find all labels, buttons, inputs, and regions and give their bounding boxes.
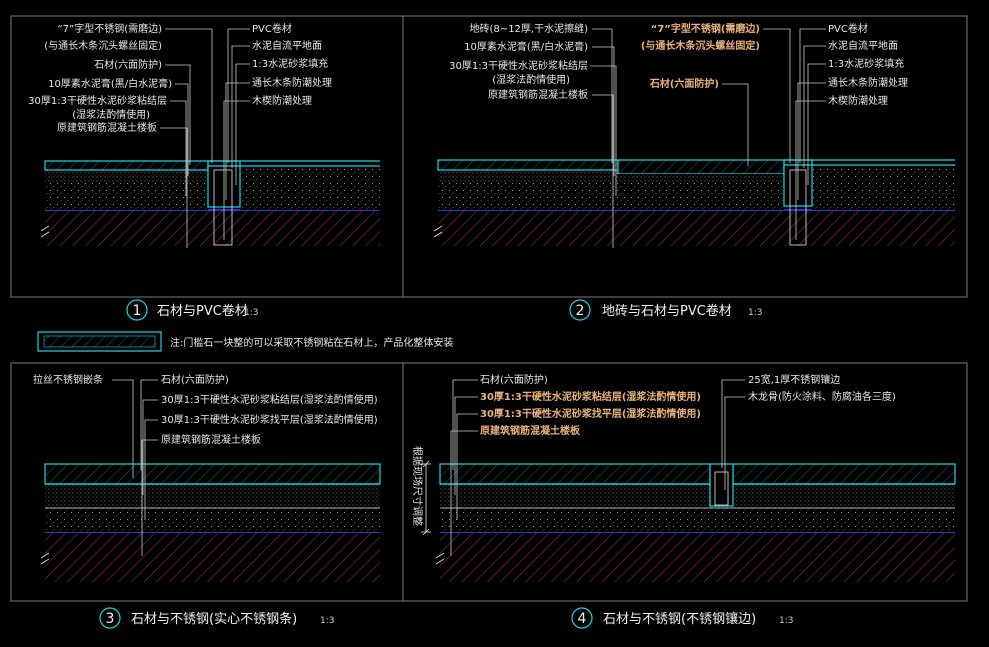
panel-4-leaders: [450, 379, 745, 556]
panel-2-left-labels: 地砖(8~12厚,干水泥擦缝) 10厚素水泥膏(黑/白水泥膏) 30厚1:3干硬…: [449, 22, 588, 101]
panel-3-left-labels: 拉丝不锈钢嵌条: [33, 373, 103, 386]
p2-number: 2: [576, 303, 585, 319]
p4-left-label-2: 30厚1:3干硬性水泥砂浆找平层(湿浆法酌情使用): [480, 407, 701, 420]
panel-2-right-labels: PVC卷材 水泥自流平地面 1:3水泥砂浆填充 通长木条防潮处理 木楔防潮处理: [828, 22, 908, 107]
p2-left-label-1: 10厚素水泥膏(黑/白水泥膏): [464, 40, 588, 53]
panel-4-right-labels: 25宽,1厚不锈钢镶边 木龙骨(防火涂料、防腐油各三度): [748, 373, 896, 403]
panel-1-leaders: [160, 28, 250, 248]
p4-left-label-1: 30厚1:3干硬性水泥砂浆粘结层(湿浆法酌情使用): [480, 390, 701, 403]
panel-4-section: [421, 460, 956, 582]
p3-right-label-1: 30厚1:3干硬性水泥砂浆粘结层(湿浆法酌情使用): [161, 393, 378, 406]
p2-left-label-0: 地砖(8~12厚,干水泥擦缝): [470, 22, 589, 35]
p1-title: 石材与PVC卷材: [157, 303, 248, 319]
p2-left-label-4: 原建筑钢筋混凝土楼板: [488, 88, 588, 101]
p2-middle-label-1: (与通长木条沉头螺丝固定): [641, 39, 760, 52]
p1-left-label-2: 石材(六面防护): [94, 58, 162, 71]
p4-side-label: 根据现场尺寸调整: [411, 446, 424, 526]
p1-right-label-4: 木楔防潮处理: [252, 94, 312, 107]
p1-left-label-3: 10厚素水泥膏(黑/白水泥膏): [48, 77, 172, 90]
p2-left-label-2: 30厚1:3干硬性水泥砂浆粘结层: [449, 59, 588, 72]
panel-3-caption: 3 石材与不锈钢(实心不锈钢条) 1:3: [99, 607, 334, 629]
note-text: 注:门槛石一块整的可以采取不锈钢粘在石材上，产品化整体安装: [170, 336, 453, 349]
p2-right-label-0: PVC卷材: [828, 22, 868, 35]
p3-scale: 1:3: [320, 616, 334, 626]
p2-middle-label-0: “7”字型不锈钢(需磨边): [651, 22, 760, 35]
p1-right-label-3: 通长木条防潮处理: [252, 76, 332, 89]
p4-right-label-0: 25宽,1厚不锈钢镶边: [748, 373, 840, 386]
p2-scale: 1:3: [748, 308, 762, 318]
panel-3: 拉丝不锈钢嵌条 石材(六面防护) 30厚1:3干硬性水泥砂浆粘结层(湿浆法酌情使…: [33, 373, 381, 629]
p1-left-label-0: “7”字型不锈钢(需磨边): [57, 22, 162, 35]
p4-left-label-0: 石材(六面防护): [480, 373, 548, 386]
p1-right-label-0: PVC卷材: [252, 22, 292, 35]
panel-2-middle-labels: “7”字型不锈钢(需磨边) (与通长木条沉头螺丝固定) 石材(六面防护): [641, 22, 760, 90]
p4-left-label-3: 原建筑钢筋混凝土楼板: [480, 424, 581, 437]
p1-left-label-1: (与通长木条沉头螺丝固定): [44, 39, 162, 52]
p1-left-label-5: (湿浆法酌情使用): [72, 108, 150, 121]
p1-right-label-2: 1:3水泥砂浆填充: [252, 57, 328, 70]
p1-left-label-6: 原建筑钢筋混凝土楼板: [57, 121, 157, 134]
panel-2-leaders: [590, 28, 826, 248]
p4-number: 4: [578, 611, 587, 627]
p4-right-label-1: 木龙骨(防火涂料、防腐油各三度): [748, 390, 896, 403]
panel-3-leaders: [112, 379, 158, 556]
panel-2-section: [433, 159, 955, 246]
panel-frames: [10, 15, 968, 602]
p1-right-label-1: 水泥自流平地面: [252, 39, 322, 52]
p3-right-label-2: 30厚1:3干硬性水泥砂浆找平层(湿浆法酌情使用): [161, 413, 378, 426]
p4-title: 石材与不锈钢(不锈钢镶边): [603, 611, 756, 627]
p2-right-label-3: 通长木条防潮处理: [828, 76, 908, 89]
p3-left-label-0: 拉丝不锈钢嵌条: [33, 373, 103, 386]
p2-right-label-1: 水泥自流平地面: [828, 39, 898, 52]
panel-4: 石材(六面防护) 30厚1:3干硬性水泥砂浆粘结层(湿浆法酌情使用) 30厚1:…: [411, 373, 956, 629]
panel-4-left-labels: 石材(六面防护) 30厚1:3干硬性水泥砂浆粘结层(湿浆法酌情使用) 30厚1:…: [480, 373, 701, 437]
p2-middle-label-2: 石材(六面防护): [649, 77, 719, 90]
panel-1: “7”字型不锈钢(需磨边) (与通长木条沉头螺丝固定) 石材(六面防护) 10厚…: [28, 22, 380, 321]
panel-4-caption: 4 石材与不锈钢(不锈钢镶边) 1:3: [571, 607, 793, 629]
note: 注:门槛石一块整的可以采取不锈钢粘在石材上，产品化整体安装: [37, 331, 453, 352]
p3-number: 3: [106, 611, 115, 627]
panel-1-right-labels: PVC卷材 水泥自流平地面 1:3水泥砂浆填充 通长木条防潮处理 木楔防潮处理: [252, 22, 332, 107]
p1-number: 1: [133, 303, 142, 319]
p2-title: 地砖与石材与PVC卷材: [602, 303, 732, 319]
panel-3-right-labels: 石材(六面防护) 30厚1:3干硬性水泥砂浆粘结层(湿浆法酌情使用) 30厚1:…: [161, 373, 378, 446]
p3-right-label-0: 石材(六面防护): [161, 373, 229, 386]
p1-scale: 1:3: [244, 308, 258, 318]
p1-left-label-4: 30厚1:3干硬性水泥砂浆粘结层: [28, 94, 167, 107]
panel-1-left-labels: “7”字型不锈钢(需磨边) (与通长木条沉头螺丝固定) 石材(六面防护) 10厚…: [28, 22, 172, 134]
panel-1-caption: 1 石材与PVC卷材 1:3: [126, 299, 258, 321]
panel-2: 地砖(8~12厚,干水泥擦缝) 10厚素水泥膏(黑/白水泥膏) 30厚1:3干硬…: [433, 22, 955, 321]
panel-1-section: [40, 160, 380, 246]
panel-2-caption: 2 地砖与石材与PVC卷材 1:3: [569, 299, 762, 321]
p3-title: 石材与不锈钢(实心不锈钢条): [131, 611, 297, 627]
panel-3-section: [40, 463, 381, 582]
p2-right-label-2: 1:3水泥砂浆填充: [828, 57, 904, 70]
p2-right-label-4: 木楔防潮处理: [828, 94, 888, 107]
p2-left-label-3: (湿浆法酌情使用): [492, 73, 570, 86]
p4-scale: 1:3: [779, 616, 793, 626]
p3-right-label-3: 原建筑钢筋混凝土楼板: [161, 433, 261, 446]
